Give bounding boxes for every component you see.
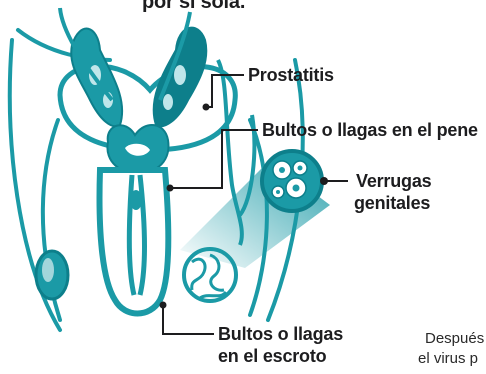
- label-prostatitis: Prostatitis: [248, 66, 334, 84]
- label-verrugas-line2: genitales: [354, 194, 430, 212]
- label-bultos-pene: Bultos o llagas en el pene: [262, 121, 478, 139]
- label-bultos-escroto-line2: en el escroto: [218, 347, 326, 365]
- side-text-line1: Después: [425, 330, 484, 347]
- label-bultos-escroto-line1: Bultos o llagas: [218, 325, 343, 343]
- urethra-lumen: [130, 190, 142, 210]
- left-testicle-highlight: [42, 258, 54, 282]
- top-caption-fragment: por sí sola.: [142, 0, 245, 12]
- side-text-line2: el virus p: [418, 350, 478, 367]
- label-verrugas-line1: Verrugas: [356, 172, 431, 190]
- leader-bultos-escroto: [163, 305, 214, 334]
